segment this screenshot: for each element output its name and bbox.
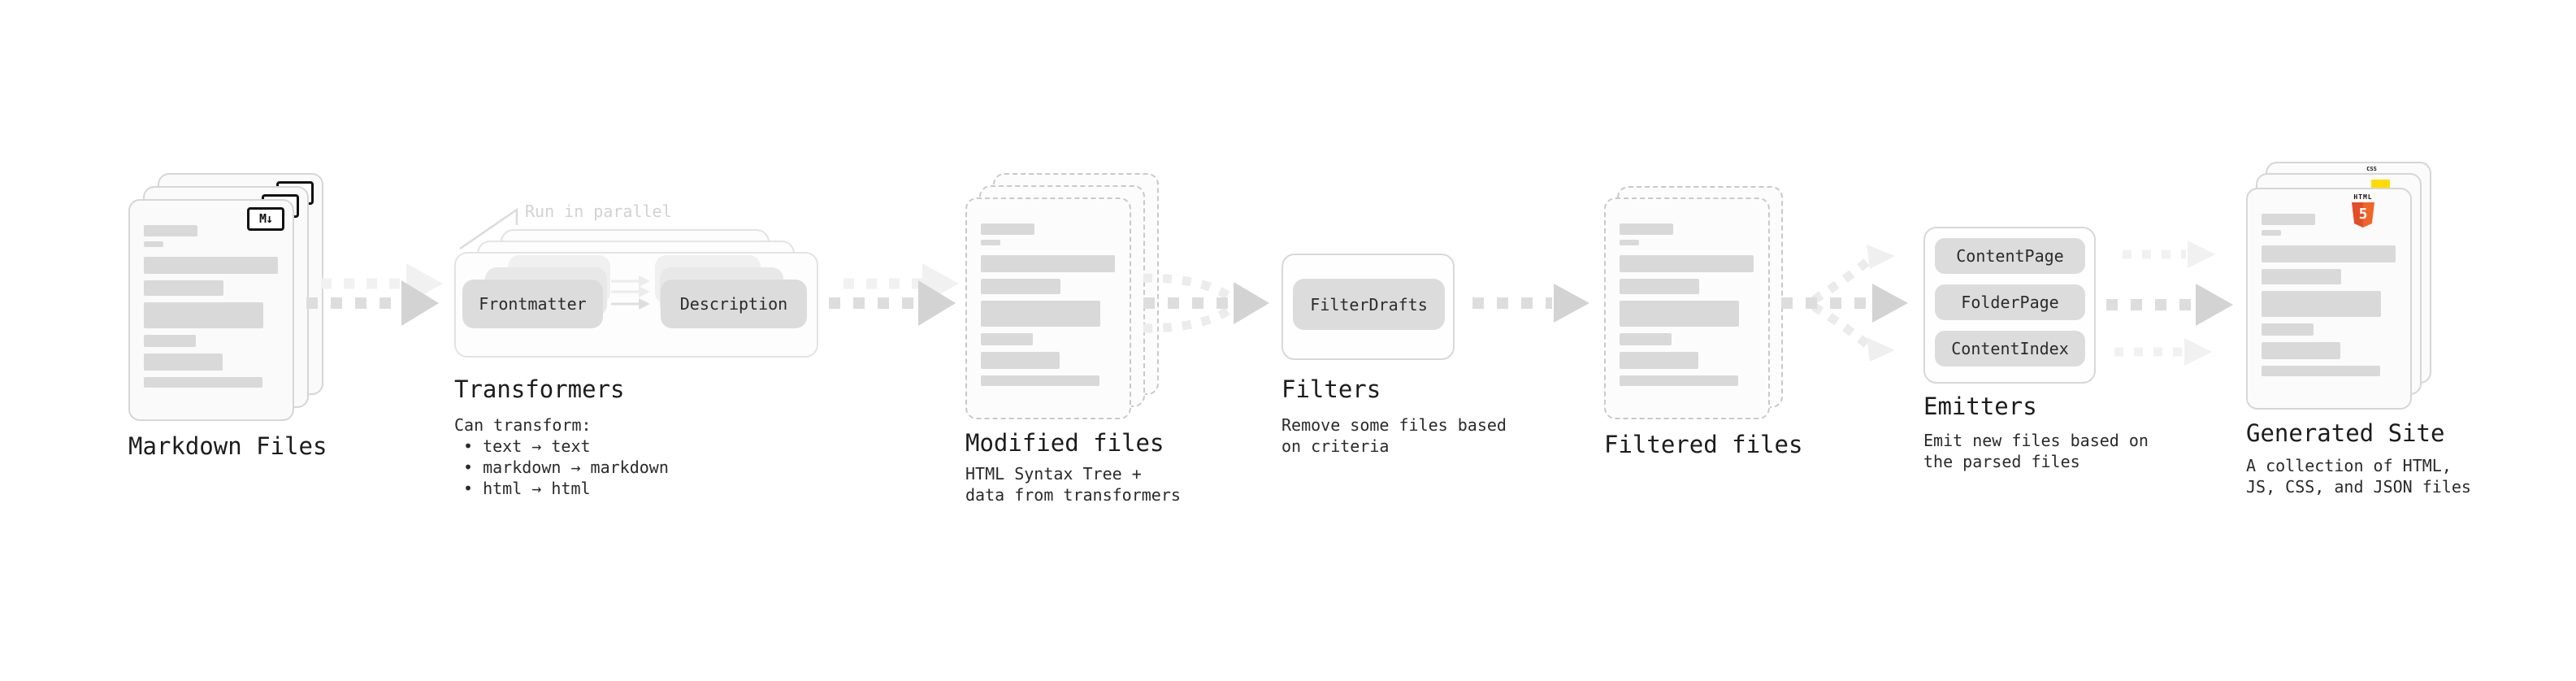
pill-filterdrafts: FilterDrafts (1293, 279, 1445, 330)
skeleton-line (144, 377, 262, 388)
pill-contentpage: ContentPage (1935, 238, 2085, 274)
run-in-parallel-annotation: Run in parallel (525, 202, 672, 221)
bullet-item: • html → html (463, 479, 591, 498)
skeleton-line (981, 279, 1060, 294)
skeleton-line (981, 333, 1033, 345)
skeleton-line (1620, 375, 1738, 386)
skeleton-line (1620, 255, 1754, 272)
file-card-front-html: HTML 5 (2246, 188, 2412, 410)
skeleton-line (1620, 352, 1698, 369)
skeleton-line (2262, 291, 2381, 317)
skeleton-line (2262, 366, 2380, 376)
skeleton-line (144, 280, 223, 296)
stage-title-modified-files: Modified files (965, 429, 1164, 457)
skeleton-line (144, 257, 278, 274)
generated-site-sublabel: A collection of HTML, JS, CSS, and JSON … (2246, 456, 2471, 497)
file-card-front (1604, 197, 1770, 419)
pill-folderpage: FolderPage (1935, 284, 2085, 320)
transformers-description-heading: Can transform: (454, 415, 592, 435)
skeleton-content (2262, 189, 2396, 376)
skeleton-line (981, 255, 1115, 272)
skeleton-line (2262, 245, 2396, 262)
filters-sublabel: Remove some files based on criteria (1281, 415, 1507, 456)
stage-title-filters: Filters (1281, 375, 1381, 403)
modified-files-sublabel: HTML Syntax Tree + data from transformer… (965, 464, 1181, 505)
skeleton-line (144, 354, 223, 371)
skeleton-line (144, 335, 196, 347)
pill-contentindex: ContentIndex (1935, 331, 2085, 367)
stage-title-markdown-files: Markdown Files (128, 432, 327, 460)
skeleton-content (144, 201, 279, 388)
arrow-filtered-to-emitters-split (1781, 245, 1908, 362)
stage-title-transformers: Transformers (454, 375, 625, 403)
html5-icon: HTML 5 (2350, 193, 2376, 228)
skeleton-line (144, 225, 197, 236)
skeleton-line (1620, 301, 1739, 327)
skeleton-line (2262, 342, 2340, 359)
file-card-front (965, 197, 1131, 419)
skeleton-content (981, 199, 1116, 386)
arrow-transformers-to-modified (829, 263, 959, 326)
transformers-bullet-list: • text → text • markdown → markdown • ht… (463, 436, 669, 499)
skeleton-line (981, 375, 1099, 386)
skeleton-line (144, 302, 263, 328)
bullet-item: • markdown → markdown (463, 458, 669, 477)
stage-title-generated-site: Generated Site (2246, 419, 2445, 447)
emitters-sublabel: Emit new files based on the parsed files (1923, 431, 2149, 471)
skeleton-content (1620, 199, 1754, 386)
file-card-front: M↓ (128, 199, 294, 421)
arrow-markdown-to-transformers (306, 263, 443, 326)
skeleton-line (2262, 323, 2314, 336)
arrow-filters-to-filtered (1472, 284, 1589, 323)
skeleton-line (2262, 230, 2281, 236)
stage-title-emitters: Emitters (1923, 393, 2037, 420)
pill-frontmatter: Frontmatter (462, 280, 603, 328)
arrow-emitters-to-generated (2106, 241, 2233, 366)
bullet-item: • text → text (463, 436, 591, 456)
skeleton-line (1620, 223, 1673, 235)
stage-title-filtered-files: Filtered files (1604, 431, 1803, 458)
skeleton-line (144, 241, 163, 247)
arrow-modified-to-filters-merge (1143, 273, 1269, 333)
skeleton-line (1620, 240, 1639, 245)
pill-description: Description (661, 280, 807, 328)
skeleton-line (1620, 333, 1672, 345)
js-icon (2371, 180, 2390, 190)
skeleton-line (2262, 214, 2315, 225)
skeleton-line (1620, 279, 1699, 294)
skeleton-line (981, 352, 1060, 369)
skeleton-line (981, 240, 1000, 245)
skeleton-line (981, 223, 1034, 235)
skeleton-line (2262, 269, 2341, 284)
markdown-icon: M↓ (247, 207, 284, 231)
skeleton-line (981, 301, 1100, 327)
